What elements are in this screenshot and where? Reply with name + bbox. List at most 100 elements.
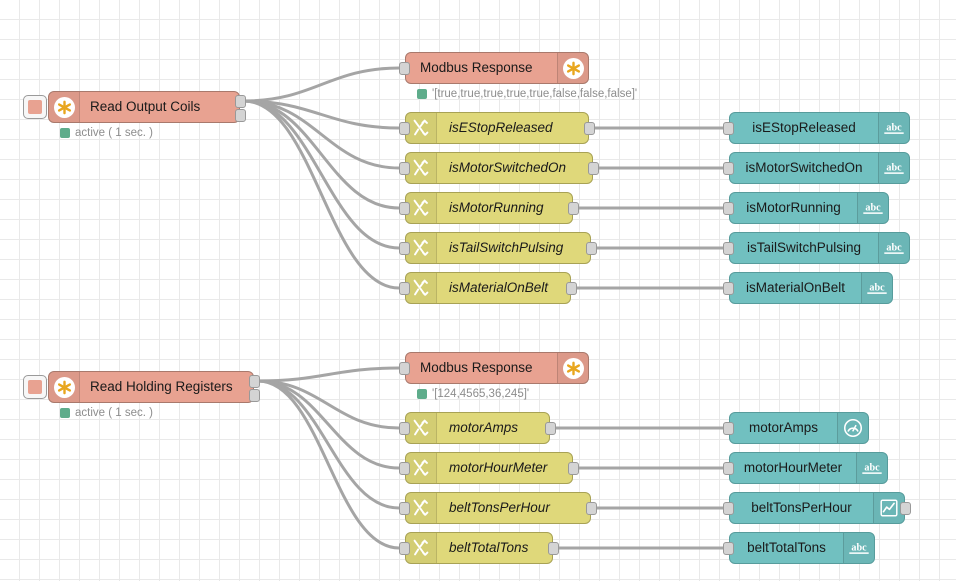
function-node-coils-0[interactable]: isEStopReleased [399, 112, 595, 144]
function-node-coils-1[interactable]: isMotorSwitchedOn [399, 152, 599, 184]
source-status-coils-text: active ( 1 sec. ) [75, 127, 153, 139]
function-icon [410, 497, 432, 519]
function-node-registers-2-output-port-1[interactable] [586, 502, 597, 515]
response-status-registers-dot [417, 389, 427, 399]
function-node-registers-3-output-port-1[interactable] [548, 542, 559, 555]
function-node-registers-1-input-port[interactable] [399, 462, 410, 475]
output-node-coils-0[interactable]: isEStopReleased abc [723, 112, 910, 144]
inject-square-icon [28, 100, 42, 114]
flow-wire [242, 99, 401, 250]
function-node-registers-0-output-port-1[interactable] [545, 422, 556, 435]
source-node-registers-inject-button[interactable] [23, 375, 47, 399]
source-node-registers-label: Read Holding Registers [90, 379, 233, 394]
inject-square-icon [28, 380, 42, 394]
flow-wire [256, 379, 401, 550]
output-node-registers-0-input-port[interactable] [723, 422, 734, 435]
function-node-registers-2-input-port[interactable] [399, 502, 410, 515]
function-node-coils-2[interactable]: isMotorRunning [399, 192, 579, 224]
function-node-registers-1-output-port-1[interactable] [568, 462, 579, 475]
output-node-registers-2-input-port[interactable] [723, 502, 734, 515]
output-node-coils-3[interactable]: isTailSwitchPulsing abc [723, 232, 910, 264]
flow-wire [256, 379, 401, 510]
svg-text:abc: abc [851, 542, 867, 553]
source-node-coils[interactable]: Read Output Coils [23, 91, 246, 123]
output-node-coils-4-label: isMaterialOnBelt [745, 280, 846, 295]
source-status-registers-dot [60, 408, 70, 418]
output-node-registers-1-input-port[interactable] [723, 462, 734, 475]
flow-wire [242, 99, 401, 290]
source-node-registers[interactable]: Read Holding Registers [23, 371, 260, 403]
function-node-coils-4-icon-box [406, 273, 437, 303]
source-status-registers-text: active ( 1 sec. ) [75, 407, 153, 419]
output-node-registers-1[interactable]: motorHourMeter abc [723, 452, 888, 484]
output-node-registers-0-icon-box [837, 413, 868, 443]
svg-text:abc: abc [886, 122, 902, 133]
function-node-registers-0-input-port[interactable] [399, 422, 410, 435]
function-node-coils-1-input-port[interactable] [399, 162, 410, 175]
source-node-coils-output-port-1[interactable] [235, 95, 246, 108]
response-status-registers-text: '[124,4565,36,245]' [432, 388, 530, 400]
function-node-coils-3[interactable]: isTailSwitchPulsing [399, 232, 597, 264]
source-node-registers-output-port-1[interactable] [249, 375, 260, 388]
response-status-coils-text: '[true,true,true,true,true,false,false,f… [432, 88, 638, 100]
output-node-coils-1[interactable]: isMotorSwitchedOn abc [723, 152, 910, 184]
response-node-coils[interactable]: Modbus Response [399, 52, 589, 84]
function-node-registers-0[interactable]: motorAmps [399, 412, 556, 444]
output-node-coils-4-icon-box: abc [861, 273, 892, 303]
function-node-coils-2-output-port-1[interactable] [568, 202, 579, 215]
output-node-registers-3[interactable]: beltTotalTons abc [723, 532, 875, 564]
output-node-registers-2[interactable]: beltTonsPerHour [723, 492, 911, 524]
function-node-registers-3[interactable]: beltTotalTons [399, 532, 559, 564]
function-node-coils-0-output-port-1[interactable] [584, 122, 595, 135]
svg-text:abc: abc [865, 202, 881, 213]
output-node-coils-3-label: isTailSwitchPulsing [746, 240, 862, 255]
flow-wire [242, 99, 401, 170]
abc-icon: abc [882, 159, 906, 177]
function-node-coils-2-input-port[interactable] [399, 202, 410, 215]
output-node-registers-0[interactable]: motorAmps [723, 412, 869, 444]
function-node-registers-0-label: motorAmps [449, 420, 519, 435]
function-node-registers-1[interactable]: motorHourMeter [399, 452, 579, 484]
output-node-registers-1-label: motorHourMeter [743, 460, 843, 475]
function-node-coils-3-input-port[interactable] [399, 242, 410, 255]
source-node-coils-inject-button[interactable] [23, 95, 47, 119]
source-node-coils-output-port-2[interactable] [235, 109, 246, 122]
output-node-coils-2-input-port[interactable] [723, 202, 734, 215]
function-node-registers-1-icon-box [406, 453, 437, 483]
function-node-registers-2[interactable]: beltTonsPerHour [399, 492, 597, 524]
function-icon [410, 537, 432, 559]
output-node-registers-3-input-port[interactable] [723, 542, 734, 555]
response-node-registers-input-port[interactable] [399, 362, 410, 375]
function-node-registers-3-input-port[interactable] [399, 542, 410, 555]
output-node-coils-0-input-port[interactable] [723, 122, 734, 135]
function-node-coils-0-input-port[interactable] [399, 122, 410, 135]
source-status-coils: active ( 1 sec. ) [60, 127, 153, 139]
output-node-coils-4[interactable]: isMaterialOnBelt abc [723, 272, 893, 304]
function-node-coils-3-output-port-1[interactable] [586, 242, 597, 255]
function-node-registers-3-icon-box [406, 533, 437, 563]
response-node-coils-input-port[interactable] [399, 62, 410, 75]
output-node-coils-2[interactable]: isMotorRunning abc [723, 192, 889, 224]
response-node-registers[interactable]: Modbus Response [399, 352, 589, 384]
source-status-registers: active ( 1 sec. ) [60, 407, 153, 419]
output-node-registers-2-label: beltTonsPerHour [751, 500, 852, 515]
output-node-registers-2-output-port-1[interactable] [900, 502, 911, 515]
output-node-coils-3-icon-box: abc [878, 233, 909, 263]
output-node-coils-2-icon-box: abc [857, 193, 888, 223]
output-node-coils-4-input-port[interactable] [723, 282, 734, 295]
function-node-coils-4-input-port[interactable] [399, 282, 410, 295]
modbus-asterisk-icon [53, 376, 75, 398]
output-node-coils-1-input-port[interactable] [723, 162, 734, 175]
source-node-registers-output-port-2[interactable] [249, 389, 260, 402]
function-node-coils-1-output-port-1[interactable] [588, 162, 599, 175]
function-node-coils-0-label: isEStopReleased [449, 120, 553, 135]
svg-text:abc: abc [886, 242, 902, 253]
output-node-coils-3-input-port[interactable] [723, 242, 734, 255]
function-node-coils-4[interactable]: isMaterialOnBelt [399, 272, 577, 304]
response-node-registers-icon-box [557, 353, 588, 383]
function-node-coils-4-output-port-1[interactable] [566, 282, 577, 295]
abc-icon: abc [882, 239, 906, 257]
output-node-registers-3-icon-box: abc [843, 533, 874, 563]
modbus-asterisk-icon [562, 357, 584, 379]
